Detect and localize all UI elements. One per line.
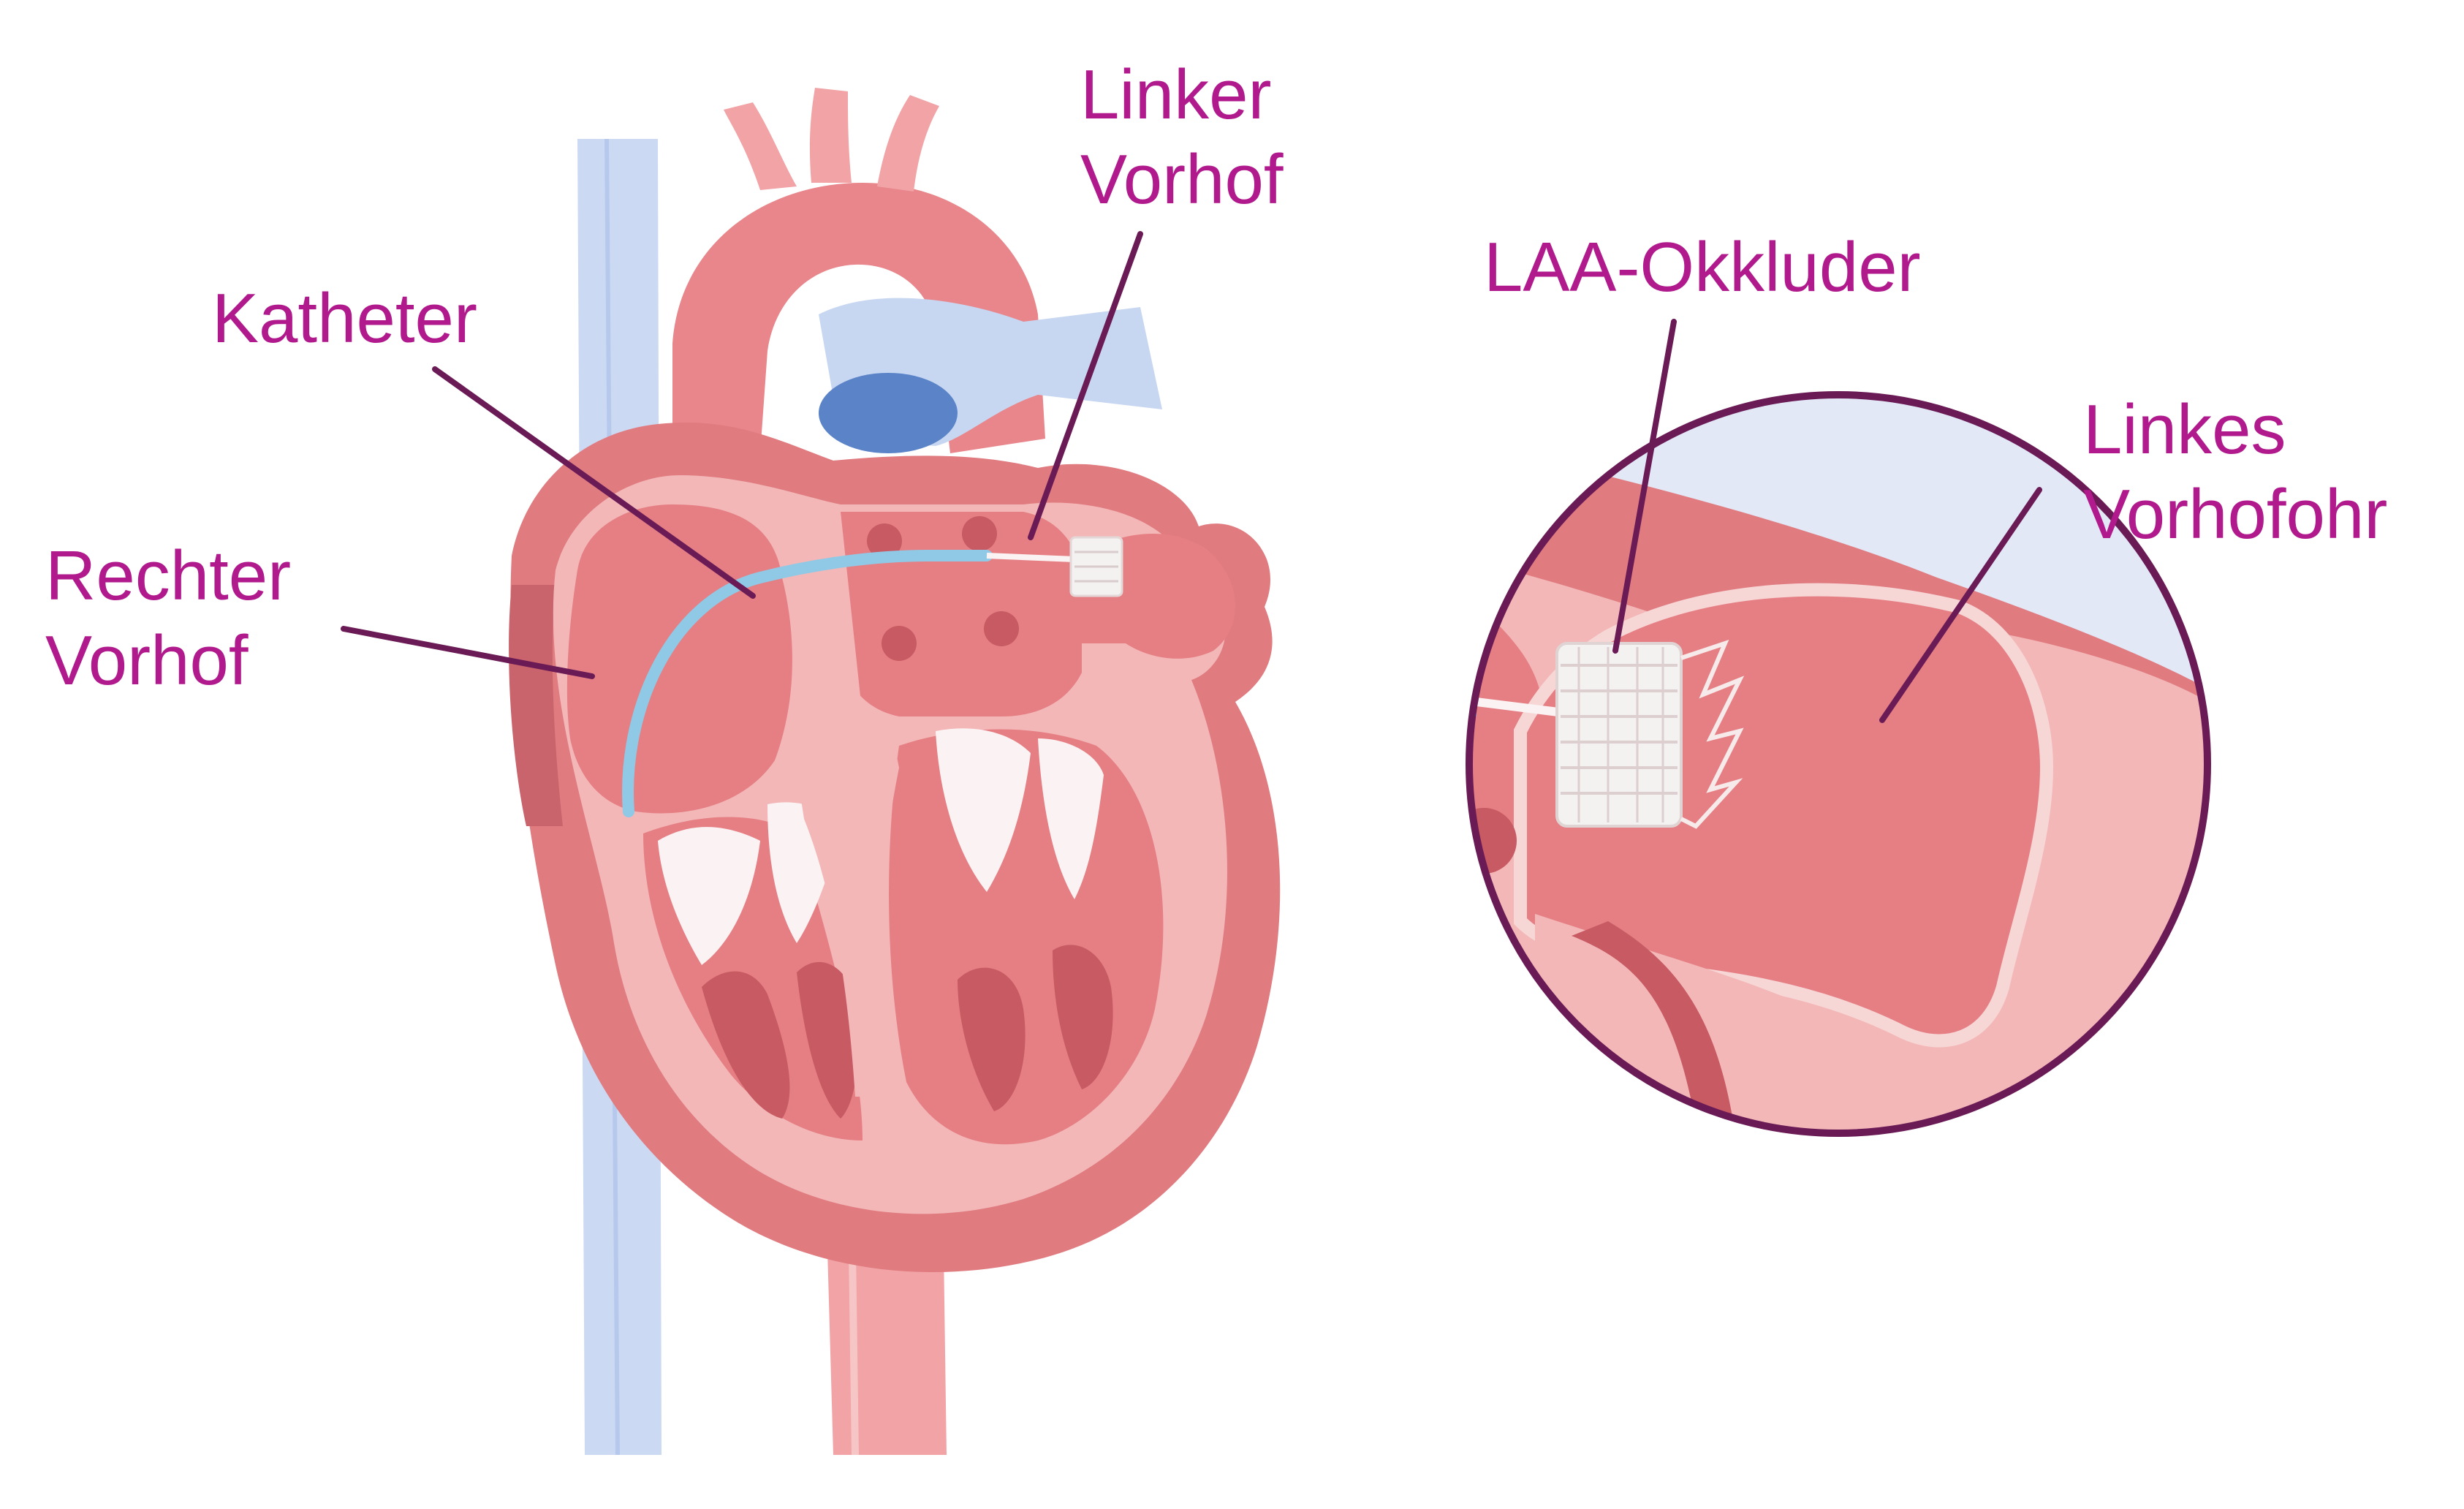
label-linkes-vorhofohr-line-2: Vorhofohr [2083,475,2388,553]
label-rechter-vorhof-line-1: Rechter [45,537,292,615]
tricuspid-valve [658,827,760,965]
label-linkes-vorhofohr: Linkes Vorhofohr [2083,387,2387,557]
leader-linker-vorhof [1028,231,1143,540]
label-linker-vorhof-line-1: Linker [1080,56,1272,134]
septum [789,512,899,1097]
label-laa-okkluder-line-1: LAA-Okkluder [1484,228,1921,306]
aorta-branch-3 [877,95,939,192]
label-linker-vorhof: Linker Vorhof [1080,53,1284,222]
inset-occluder [1555,640,1745,829]
leader-katheter [432,366,756,599]
label-rechter-vorhof-line-2: Vorhof [45,621,249,700]
right-atrium-chamber [566,504,792,814]
leader-rechter-vorhof [341,626,595,679]
left-atrium-chamber [841,512,1082,716]
leader-laa-okkluder [1612,319,1677,654]
label-linker-vorhof-line-2: Vorhof [1080,140,1284,219]
label-laa-okkluder: LAA-Okkluder [1484,225,1921,310]
catheter-line [622,550,993,817]
label-katheter: Katheter [212,276,477,361]
aorta-branch-2 [809,88,852,183]
mitral-valve [936,728,1031,892]
heart-side-shadow [509,585,563,826]
pulmonary-opening [819,373,958,453]
aorta-branch-1 [724,102,797,190]
mitral-valve-2 [1038,738,1104,899]
leader-linkes-vorhofohr [1879,487,2042,723]
label-katheter-line-1: Katheter [212,279,477,358]
label-rechter-vorhof: Rechter Vorhof [45,534,291,703]
label-linkes-vorhofohr-line-1: Linkes [2083,390,2286,469]
inset-ring [1466,391,2211,1137]
